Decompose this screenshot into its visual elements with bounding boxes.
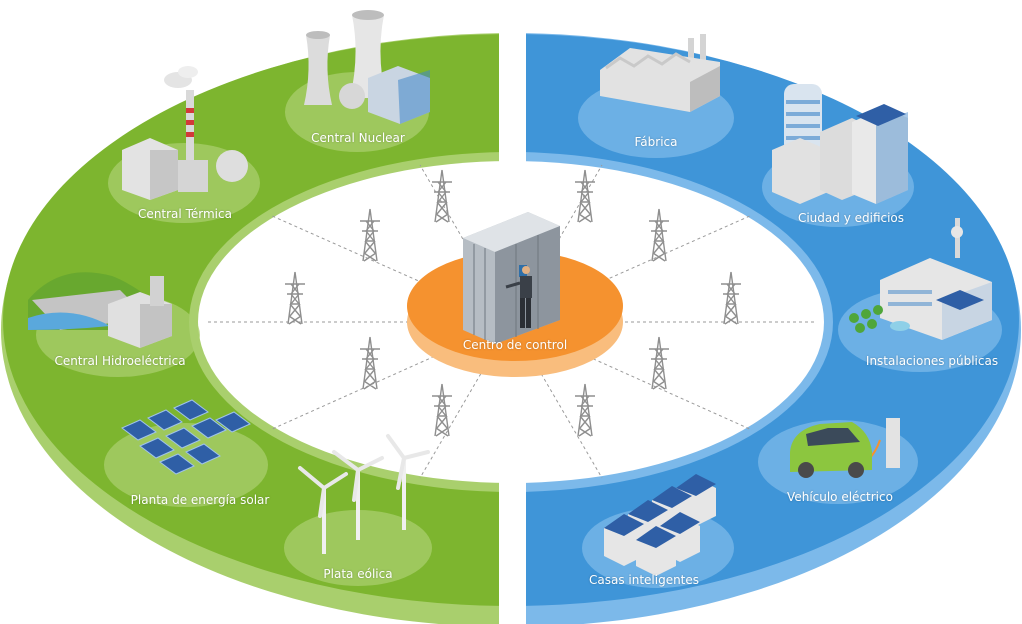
wind-turbines-icon [298,434,430,554]
solar-panels-icon [121,399,251,475]
city-buildings-icon [772,84,908,204]
public-facilities-label: Instalaciones públicas [865,354,999,368]
city-label: Ciudad y edificios [797,211,905,225]
thermal-plant-icon [122,66,248,200]
control-center [407,212,623,377]
factory-icon [600,34,720,112]
electric-car-icon [790,418,900,478]
electric-vehicle-label: Vehículo eléctrico [787,490,893,504]
wind-farm-label: Plata eólica [323,567,393,581]
nuclear-plant-label: Central Nuclear [311,131,405,145]
control-center-label: Centro de control [462,338,568,352]
nuclear-plant-icon [304,10,430,124]
hydro-dam-icon [28,272,172,348]
thermal-plant-label: Central Térmica [138,207,232,221]
public-facilities-icon [849,218,992,340]
solar-plant-label: Planta de energía solar [130,493,270,507]
factory-label: Fábrica [634,135,678,149]
smart-homes-icon [604,474,716,576]
server-rack-operator-icon [463,212,560,344]
smart-homes-label: Casas inteligentes [588,573,700,587]
hydro-plant-label: Central Hidroeléctrica [54,354,186,368]
